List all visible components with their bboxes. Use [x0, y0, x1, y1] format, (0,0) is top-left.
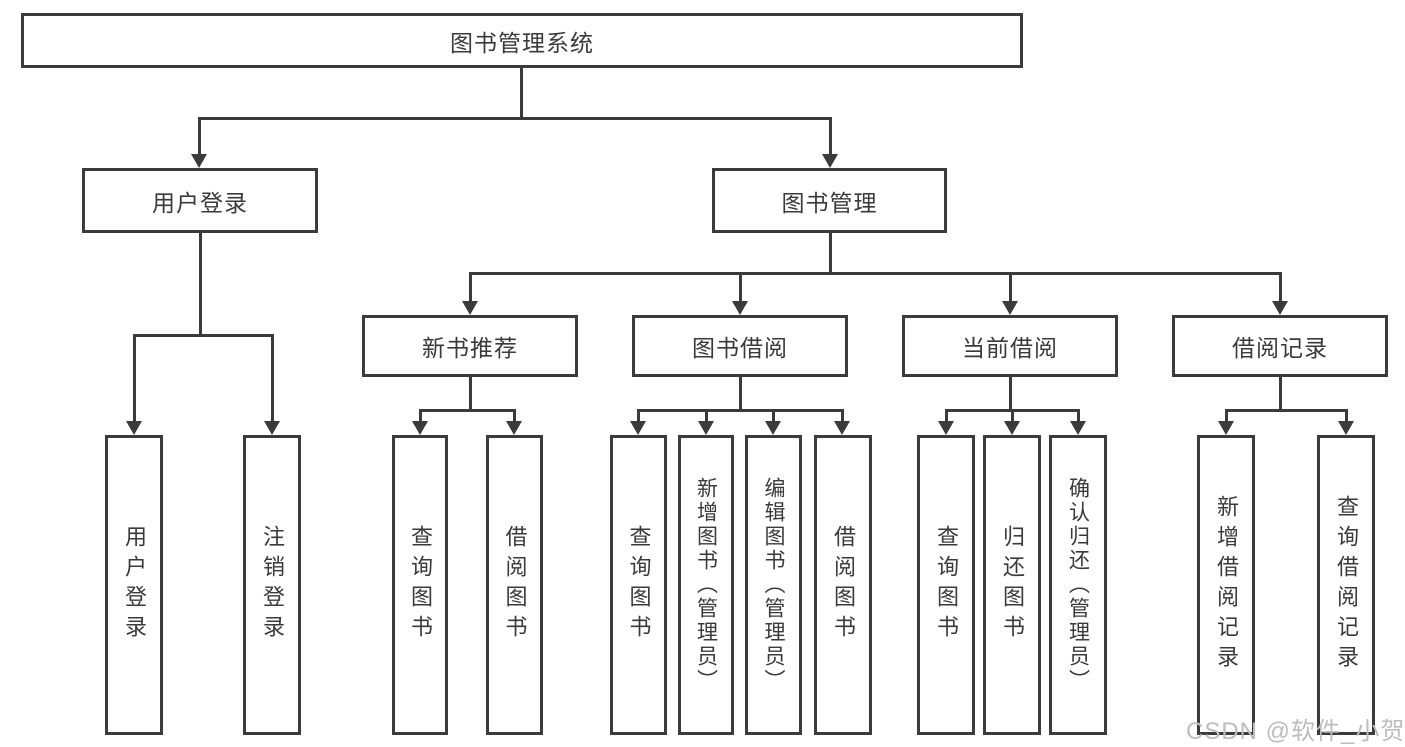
connector-line [520, 66, 523, 119]
connector-line [739, 272, 742, 302]
leaf-borrow-books: 借阅图书 [814, 435, 872, 735]
connector-line [705, 409, 708, 422]
leaf-add-books-admin: 新增图书（管理员） [678, 435, 734, 735]
arrow-down-icon [1272, 301, 1288, 315]
leaf-query-books: 查询图书 [610, 435, 667, 735]
connector-line [133, 334, 136, 421]
connector-line [1225, 409, 1228, 422]
leaf-user-login: 用户登录 [105, 435, 163, 735]
connector-line [739, 377, 742, 412]
arrow-down-icon [1004, 421, 1020, 435]
leaf-borrow-books: 借阅图书 [486, 435, 543, 735]
arrow-down-icon [462, 301, 478, 315]
leaf-query-borrow-record: 查询借阅记录 [1317, 435, 1375, 735]
connector-line [841, 409, 844, 422]
arrow-down-icon [506, 421, 522, 435]
arrow-down-icon [698, 421, 714, 435]
leaf-confirm-return-admin: 确认归还（管理员） [1049, 435, 1107, 735]
connector-line [1009, 272, 1012, 302]
leaf-logout: 注销登录 [243, 435, 301, 735]
connector-line [419, 409, 516, 412]
connector-line [513, 409, 516, 422]
csdn-watermark: CSDN @软件_小贺同学 [1186, 718, 1405, 745]
connector-line [199, 233, 202, 336]
arrow-down-icon [765, 421, 781, 435]
leaf-query-books: 查询图书 [917, 435, 975, 735]
connector-line [1009, 377, 1012, 412]
arrow-down-icon [834, 421, 850, 435]
node-borrow-records: 借阅记录 [1172, 315, 1388, 377]
node-user-login: 用户登录 [82, 168, 318, 233]
connector-line [945, 409, 948, 422]
connector-line [419, 409, 422, 422]
arrow-down-icon [938, 421, 954, 435]
connector-line [133, 334, 274, 337]
connector-line [637, 409, 640, 422]
arrow-down-icon [732, 301, 748, 315]
connector-line [1279, 272, 1282, 302]
connector-line [1225, 409, 1348, 412]
connector-line [1011, 409, 1014, 422]
connector-line [271, 334, 274, 421]
arrow-down-icon [412, 421, 428, 435]
arrow-down-icon [264, 421, 280, 435]
connector-line [1279, 377, 1282, 412]
arrow-down-icon [126, 421, 142, 435]
connector-line [198, 117, 832, 120]
connector-line [469, 377, 472, 412]
arrow-down-icon [1002, 301, 1018, 315]
arrow-down-icon [1070, 421, 1086, 435]
node-current-borrow: 当前借阅 [902, 315, 1118, 377]
arrow-down-icon [822, 154, 838, 168]
node-book-borrow: 图书借阅 [632, 315, 848, 377]
connector-line [637, 409, 844, 412]
connector-line [772, 409, 775, 422]
connector-line [469, 272, 1282, 275]
connector-line [1345, 409, 1348, 422]
connector-line [829, 117, 832, 155]
arrow-down-icon [191, 154, 207, 168]
leaf-query-books: 查询图书 [392, 435, 448, 735]
leaf-return-books: 归还图书 [983, 435, 1041, 735]
arrow-down-icon [1338, 421, 1354, 435]
connector-line [198, 117, 201, 155]
connector-line [1077, 409, 1080, 422]
node-root: 图书管理系统 [21, 13, 1023, 68]
node-new-book-recommend: 新书推荐 [362, 315, 578, 377]
connector-line [829, 233, 832, 275]
arrow-down-icon [630, 421, 646, 435]
node-book-management: 图书管理 [712, 168, 947, 233]
arrow-down-icon [1218, 421, 1234, 435]
connector-line [469, 272, 472, 302]
leaf-add-borrow-record: 新增借阅记录 [1197, 435, 1255, 735]
leaf-edit-books-admin: 编辑图书（管理员） [745, 435, 802, 735]
